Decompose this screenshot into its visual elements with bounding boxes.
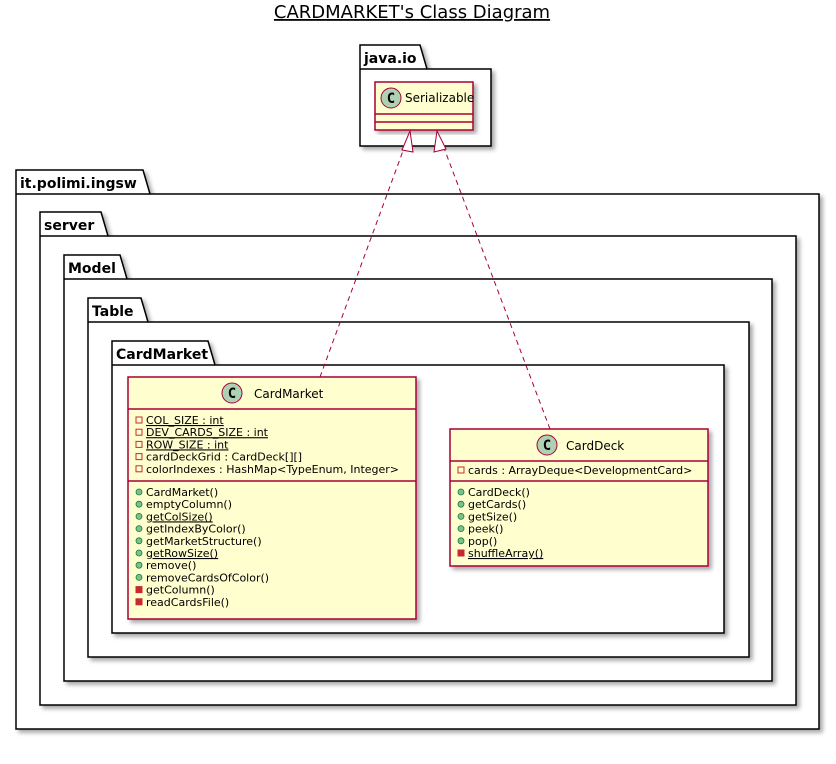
member-text: getSize() <box>468 510 517 523</box>
public-visibility-icon <box>457 513 465 520</box>
member-text: getIndexByColor() <box>146 523 246 536</box>
class-field: COL_SIZE : int <box>135 414 224 427</box>
class-icon <box>536 434 558 456</box>
package-label-it-polimi-ingsw: it.polimi.ingsw <box>20 176 137 192</box>
member-text: getColSize() <box>146 510 213 523</box>
member-text: DEV_CARDS_SIZE : int <box>146 426 269 439</box>
class-method: getColSize() <box>135 510 213 523</box>
member-text: remove() <box>146 559 196 572</box>
class-field: colorIndexes : HashMap<TypeEnum, Integer… <box>135 463 399 476</box>
class-method: CardMarket() <box>135 486 218 499</box>
private-visibility-icon <box>135 453 143 461</box>
class-name-cardmarket: CardMarket <box>254 387 324 401</box>
member-text: CardDeck() <box>468 486 530 499</box>
class-name-serializable: Serializable <box>405 91 474 105</box>
member-text: cards : ArrayDeque<DevelopmentCard> <box>468 464 692 477</box>
class-method: emptyColumn() <box>135 498 232 511</box>
diagram-title: CARDMARKET's Class Diagram <box>274 2 550 23</box>
class-method: peek() <box>457 523 503 536</box>
private-visibility-icon <box>135 428 143 436</box>
member-text: cardDeckGrid : CardDeck[][] <box>146 451 302 464</box>
class-method: remove() <box>135 559 196 572</box>
class-cardmarket: C CardMarket COL_SIZE : intDEV_CARDS_SIZ… <box>127 376 417 620</box>
member-text: COL_SIZE : int <box>146 414 224 427</box>
member-text: getMarketStructure() <box>146 535 262 548</box>
package-label-cardmarket: CardMarket <box>116 347 208 363</box>
public-visibility-icon <box>457 488 465 496</box>
class-method: CardDeck() <box>457 486 530 499</box>
member-text: pop() <box>468 535 497 548</box>
member-text: shuffleArray() <box>468 547 543 560</box>
class-method: readCardsFile() <box>135 596 229 609</box>
private-visibility-icon <box>135 440 143 448</box>
member-text: readCardsFile() <box>146 596 229 609</box>
class-field: DEV_CARDS_SIZE : int <box>135 426 269 439</box>
class-method: getSize() <box>457 510 517 523</box>
member-text: getRowSize() <box>146 547 218 560</box>
relation-cardmarket-serializable <box>319 129 414 378</box>
member-text: getCards() <box>468 498 526 511</box>
public-visibility-icon <box>135 537 143 545</box>
public-visibility-icon <box>457 500 465 508</box>
member-text: removeCardsOfColor() <box>146 571 269 584</box>
class-method: getColumn() <box>135 584 215 597</box>
class-method: shuffleArray() <box>457 547 543 560</box>
class-icon <box>221 382 243 404</box>
private-visibility-icon <box>135 416 143 424</box>
member-text: peek() <box>468 523 503 536</box>
public-visibility-icon <box>135 561 143 569</box>
private-visibility-icon <box>135 465 143 473</box>
public-visibility-icon <box>135 574 143 581</box>
class-method: pop() <box>457 535 497 548</box>
public-visibility-icon <box>135 500 143 508</box>
private-visibility-icon <box>457 549 465 557</box>
public-visibility-icon <box>135 488 143 496</box>
public-visibility-icon <box>457 525 465 532</box>
package-label-java-io: java.io <box>363 51 417 67</box>
public-visibility-icon <box>135 549 143 557</box>
class-field: ROW_SIZE : int <box>135 438 229 451</box>
class-icon-letter: C <box>387 91 395 107</box>
class-field: cards : ArrayDeque<DevelopmentCard> <box>457 464 692 477</box>
member-text: colorIndexes : HashMap<TypeEnum, Integer… <box>146 463 399 476</box>
class-method: getMarketStructure() <box>135 535 262 548</box>
class-icon <box>380 87 402 109</box>
private-visibility-icon <box>135 598 143 606</box>
class-serializable: C Serializable <box>374 81 474 131</box>
class-field: cardDeckGrid : CardDeck[][] <box>135 451 302 464</box>
member-text: ROW_SIZE : int <box>146 438 229 451</box>
class-icon-letter: C <box>228 386 236 402</box>
package-label-model: Model <box>68 261 116 277</box>
class-method: getIndexByColor() <box>135 523 246 536</box>
class-icon-letter: C <box>543 438 551 454</box>
class-name-carddeck: CardDeck <box>566 439 624 453</box>
package-label-table: Table <box>92 304 134 320</box>
private-visibility-icon <box>135 586 143 594</box>
member-text: emptyColumn() <box>146 498 232 511</box>
private-visibility-icon <box>457 466 465 474</box>
member-text: CardMarket() <box>146 486 218 499</box>
package-label-server: server <box>44 218 94 234</box>
public-visibility-icon <box>457 537 465 545</box>
class-method: getCards() <box>457 498 526 511</box>
class-method: removeCardsOfColor() <box>135 571 269 584</box>
public-visibility-icon <box>135 513 143 520</box>
public-visibility-icon <box>135 525 143 532</box>
class-carddeck: C CardDeck cards : ArrayDeque<Developmen… <box>449 428 709 567</box>
relation-carddeck-serializable <box>433 129 551 430</box>
class-method: getRowSize() <box>135 547 218 560</box>
member-text: getColumn() <box>146 584 215 597</box>
